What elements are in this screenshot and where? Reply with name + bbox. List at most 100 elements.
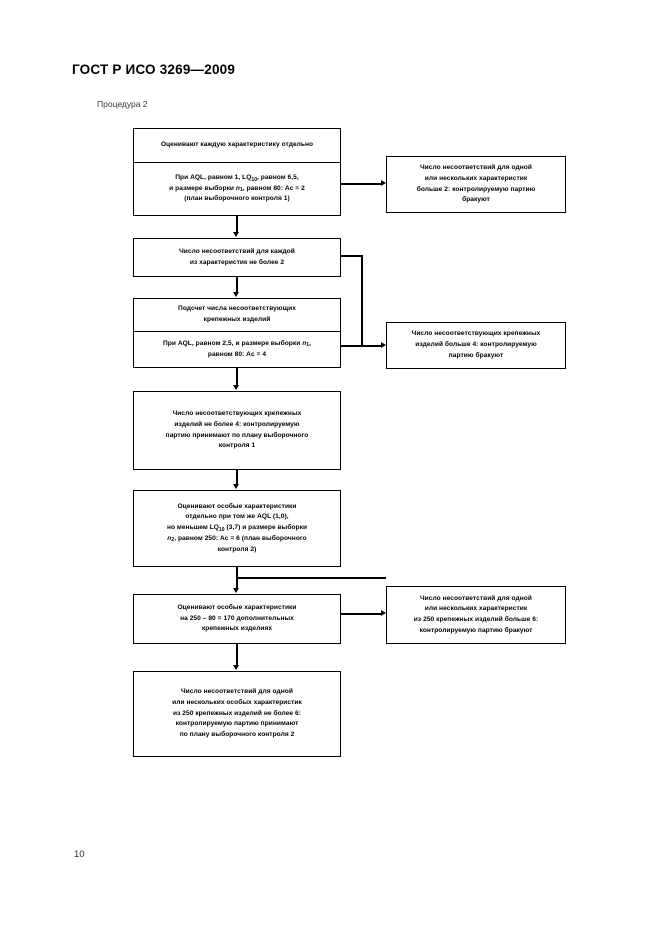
node1-sub-10a: 10 — [251, 176, 258, 183]
node3-header-text: Подсчет числа несоответствующих крепежны… — [178, 304, 296, 325]
node1-header-cell: Оценивают каждую характеристику отдельно — [134, 129, 340, 162]
node7-line2: или нескольких особых характеристик — [172, 698, 302, 706]
flow-node-each-characteristic-max-2: Число несоответствий для каждой из харак… — [133, 238, 341, 277]
node4-line2: изделий не более 4: контролируемую — [174, 420, 300, 428]
arrowhead-node2-to-right2 — [381, 342, 386, 349]
right2-cell: Число несоответствующих крепежных издели… — [387, 323, 565, 368]
right3-line2: или нескольких характеристик — [424, 605, 528, 613]
right2-line3: партию бракуют — [448, 351, 504, 359]
connector-node3-to-node4 — [236, 368, 238, 386]
node1-body-line2-suffix: , равном 80: Ac = 2 — [242, 184, 305, 192]
node5-line5: контроля 2) — [217, 545, 257, 553]
right3-text: Число несоответствий для одной или неско… — [414, 594, 538, 637]
node5-line4-suffix: , равном 250: Ac = 6 (план выборочного — [174, 534, 307, 542]
arrowhead-node1-to-node2 — [233, 232, 240, 237]
node1-italic-n: n — [235, 184, 240, 192]
right1-cell: Число несоответствий для одной или неско… — [387, 157, 565, 212]
node1-sub-1: 1 — [240, 187, 243, 194]
node6-line2: на 250 – 80 = 170 дополнительных — [180, 614, 294, 622]
flow-node-reject-lot-over-2: Число несоответствий для одной или неско… — [386, 156, 566, 213]
node7-line4: контролируемую партию принимают — [175, 720, 299, 728]
node5-line3-suffix: (3,7) и размере выборки — [224, 524, 308, 532]
node6-line1: Оценивают особые характеристики — [177, 603, 297, 611]
node5-sub-10: 10 — [218, 526, 225, 533]
connector-node1-to-right1 — [341, 183, 382, 185]
flow-node-evaluate-each-characteristic: Оценивают каждую характеристику отдельно… — [133, 128, 341, 216]
connector-node6-to-right3 — [341, 613, 382, 615]
node1-body-cell: При AQL, равном 1, LQ10, равном 6,5, и р… — [134, 162, 340, 215]
node5-text: Оценивают особые характеристики отдельно… — [167, 502, 307, 555]
node4-line1: Число несоответствующих крепежных — [172, 410, 302, 418]
arrowhead-node3-to-node4 — [233, 385, 240, 390]
node3-italic-n: n — [302, 339, 307, 347]
node7-line3: из 250 крепежных изделий не более 6: — [172, 709, 301, 717]
node3-header-cell: Подсчет числа несоответствующих крепежны… — [134, 299, 340, 331]
node4-line4: контроля 1 — [218, 442, 256, 450]
node3-body-line1-prefix: При AQL, равном 2,5, и размере выборки — [162, 339, 303, 347]
connector-node3-right-stub — [341, 345, 362, 347]
node5-cell: Оценивают особые характеристики отдельно… — [134, 491, 340, 566]
right1-line4: бракуют — [462, 196, 490, 204]
node3-header-line1: Подсчет числа несоответствующих — [178, 305, 296, 313]
connector-node2-right-segment — [341, 255, 363, 257]
right3-line1: Число несоответствий для одной — [419, 594, 532, 602]
standard-header: ГОСТ Р ИСО 3269—2009 — [72, 62, 236, 77]
arrowhead-node6-to-node7 — [233, 665, 240, 670]
node7-cell: Число несоответствий для одной или неско… — [134, 672, 340, 756]
node2-line1: Число несоответствий для каждой — [179, 247, 295, 255]
node1-body-line3: (план выборочного контроля 1) — [184, 195, 290, 203]
node6-text: Оценивают особые характеристики на 250 –… — [177, 603, 296, 635]
connector-node2-down-segment — [361, 255, 363, 346]
node7-line1: Число несоответствий для одной — [181, 688, 293, 696]
connector-node4-to-node5 — [236, 470, 238, 485]
flow-node-reject-lot-over-6: Число несоответствий для одной или неско… — [386, 586, 566, 644]
node4-line3: партию принимают по плану выборочного — [165, 431, 309, 439]
node3-body-text: При AQL, равном 2,5, и размере выборки n… — [163, 339, 311, 360]
right3-line4: контролируемую партию бракуют — [419, 626, 533, 634]
node2-cell: Число несоответствий для каждой из харак… — [134, 239, 340, 276]
node1-body-line1-suffix: , равном 6,5, — [257, 173, 299, 181]
right1-line3: больше 2: контролируемую партию — [416, 185, 536, 193]
arrowhead-node6-to-right3 — [381, 610, 386, 617]
flow-node-accept-lot-plan-1: Число несоответствующих крепежных издели… — [133, 391, 341, 470]
arrowhead-node1-to-right1 — [381, 180, 386, 187]
flow-node-count-nonconforming-fasteners: Подсчет числа несоответствующих крепежны… — [133, 298, 341, 368]
node5-line3-prefix: но меньшем LQ — [166, 524, 219, 532]
node3-body-line2: равном 80: Ac = 4 — [207, 350, 267, 358]
right1-text: Число несоответствий для одной или неско… — [417, 163, 536, 206]
connector-node2-to-node3 — [236, 277, 238, 293]
connector-right3-to-main-line — [238, 577, 386, 579]
node3-sub-1: 1 — [306, 342, 310, 349]
node3-body-cell: При AQL, равном 2,5, и размере выборки n… — [134, 331, 340, 367]
node7-line5: по плану выборочного контроля 2 — [179, 731, 295, 738]
arrowhead-node2-to-node3 — [233, 292, 240, 297]
flow-node-reject-lot-fasteners-over-4: Число несоответствующих крепежных издели… — [386, 322, 566, 369]
flow-node-evaluate-170-additional-fasteners: Оценивают особые характеристики на 250 –… — [133, 594, 341, 644]
node7-text: Число несоответствий для одной или неско… — [172, 687, 302, 740]
node1-body-line2-prefix: и размере выборки — [169, 184, 236, 192]
node5-sub-2: 2 — [171, 537, 175, 544]
node3-body-line1-suffix: , — [309, 339, 312, 347]
node4-cell: Число несоответствующих крепежных издели… — [134, 392, 340, 469]
right2-line1: Число несоответствующих крепежных — [411, 330, 541, 338]
arrowhead-node4-to-node5 — [233, 484, 240, 489]
node5-italic-n: n — [167, 534, 172, 542]
right1-line2: или нескольких характеристик — [424, 174, 528, 182]
procedure-label: Процедура 2 — [97, 99, 148, 109]
flow-node-accept-lot-plan-2: Число несоответствий для одной или неско… — [133, 671, 341, 757]
node3-header-line2: крепежных изделий — [203, 316, 271, 323]
right2-line2: изделий больше 4: контролируемую — [415, 341, 537, 349]
page-number: 10 — [74, 849, 85, 860]
right3-cell: Число несоответствий для одной или неско… — [387, 587, 565, 643]
flow-node-evaluate-special-characteristics: Оценивают особые характеристики отдельно… — [133, 490, 341, 567]
connector-node1-to-node2 — [236, 216, 238, 233]
node1-body-line1-prefix: При AQL, равном 1, LQ — [175, 173, 252, 181]
node4-text: Число несоответствующих крепежных издели… — [166, 409, 309, 452]
node2-text: Число несоответствий для каждой из харак… — [179, 247, 295, 268]
right3-line3: из 250 крепежных изделий больше 6: — [413, 616, 539, 623]
node5-line1: Оценивают особые характеристики — [177, 502, 297, 510]
node2-line2: из характеристик не более 2 — [189, 258, 285, 266]
arrowhead-node5-to-node6 — [233, 588, 240, 593]
connector-node2-to-right2 — [361, 345, 383, 347]
